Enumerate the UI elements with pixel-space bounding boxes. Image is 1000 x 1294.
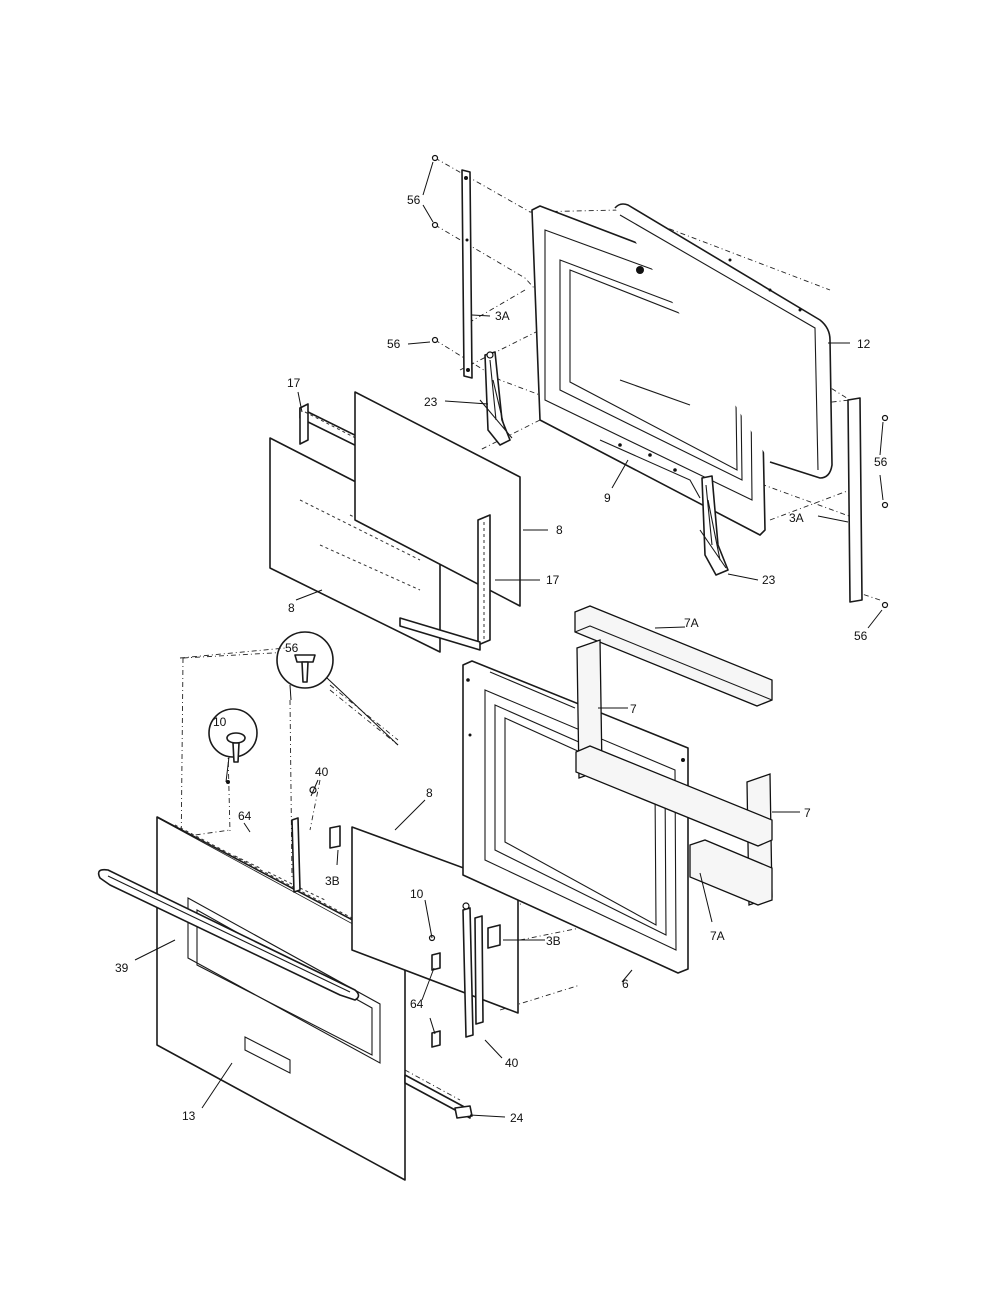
label-3a-right: 3A (789, 511, 804, 525)
label-8-mid: 8 (426, 786, 433, 800)
screw-callout-icon (276, 631, 399, 746)
label-7a-top: 7A (684, 616, 699, 630)
leaders (134, 314, 883, 1118)
block-3b-left (329, 825, 341, 849)
screws-56-top (422, 154, 439, 344)
label-3a-top: 3A (495, 309, 510, 323)
door-gasket-12 (614, 203, 833, 479)
label-3b-right: 3B (546, 934, 561, 948)
spacer-17-bottom (399, 617, 481, 651)
hinge-23-left (479, 351, 513, 446)
bracket-40-bottom (462, 902, 484, 1038)
bracket-40-top (291, 786, 317, 893)
label-10-callout: 10 (213, 715, 227, 729)
screw-callout-10-icon (208, 708, 258, 783)
hinge-23-right (699, 475, 729, 576)
label-8-right: 8 (556, 523, 563, 537)
block-3b-right (487, 924, 501, 949)
label-56-callout: 56 (285, 641, 299, 655)
label-23-left: 23 (424, 395, 438, 409)
label-56-right: 56 (874, 455, 888, 469)
label-17-right: 17 (546, 573, 560, 587)
hinge-strip-3a-right (847, 397, 889, 609)
label-39: 39 (115, 961, 129, 975)
outer-door-panel-13 (156, 780, 406, 1181)
label-64-bottom: 64 (410, 997, 424, 1011)
hinge-strip-3a-top (461, 169, 473, 379)
label-40-top: 40 (315, 765, 329, 779)
label-13: 13 (182, 1109, 196, 1123)
label-56-top: 56 (407, 193, 421, 207)
label-9: 9 (604, 491, 611, 505)
label-24: 24 (510, 1111, 524, 1125)
insulation-7a-bottom (575, 745, 773, 906)
spacer-17-right (477, 514, 491, 646)
label-17-top: 17 (287, 376, 301, 390)
part-labels: 56 3A 56 12 23 17 8 9 56 3A 17 23 8 56 7… (115, 193, 888, 1125)
door-handle-39 (97, 868, 360, 1001)
label-56-mid: 56 (387, 337, 401, 351)
vent-slots-64 (199, 839, 326, 901)
label-3b-left: 3B (325, 874, 340, 888)
label-8-left: 8 (288, 601, 295, 615)
label-6: 6 (622, 977, 629, 991)
bottom-rail-24 (404, 1074, 473, 1119)
clips-64 (431, 952, 441, 1048)
label-10-mid: 10 (410, 887, 424, 901)
inner-door-6 (462, 660, 689, 974)
label-23-right: 23 (762, 573, 776, 587)
label-7a-bottom: 7A (710, 929, 725, 943)
label-56-bottom-right: 56 (854, 629, 868, 643)
insulation-7a-top (574, 605, 773, 707)
label-40-bottom: 40 (505, 1056, 519, 1070)
label-7-right: 7 (804, 806, 811, 820)
label-7-top: 7 (630, 702, 637, 716)
label-12: 12 (857, 337, 871, 351)
label-64-top: 64 (238, 809, 252, 823)
